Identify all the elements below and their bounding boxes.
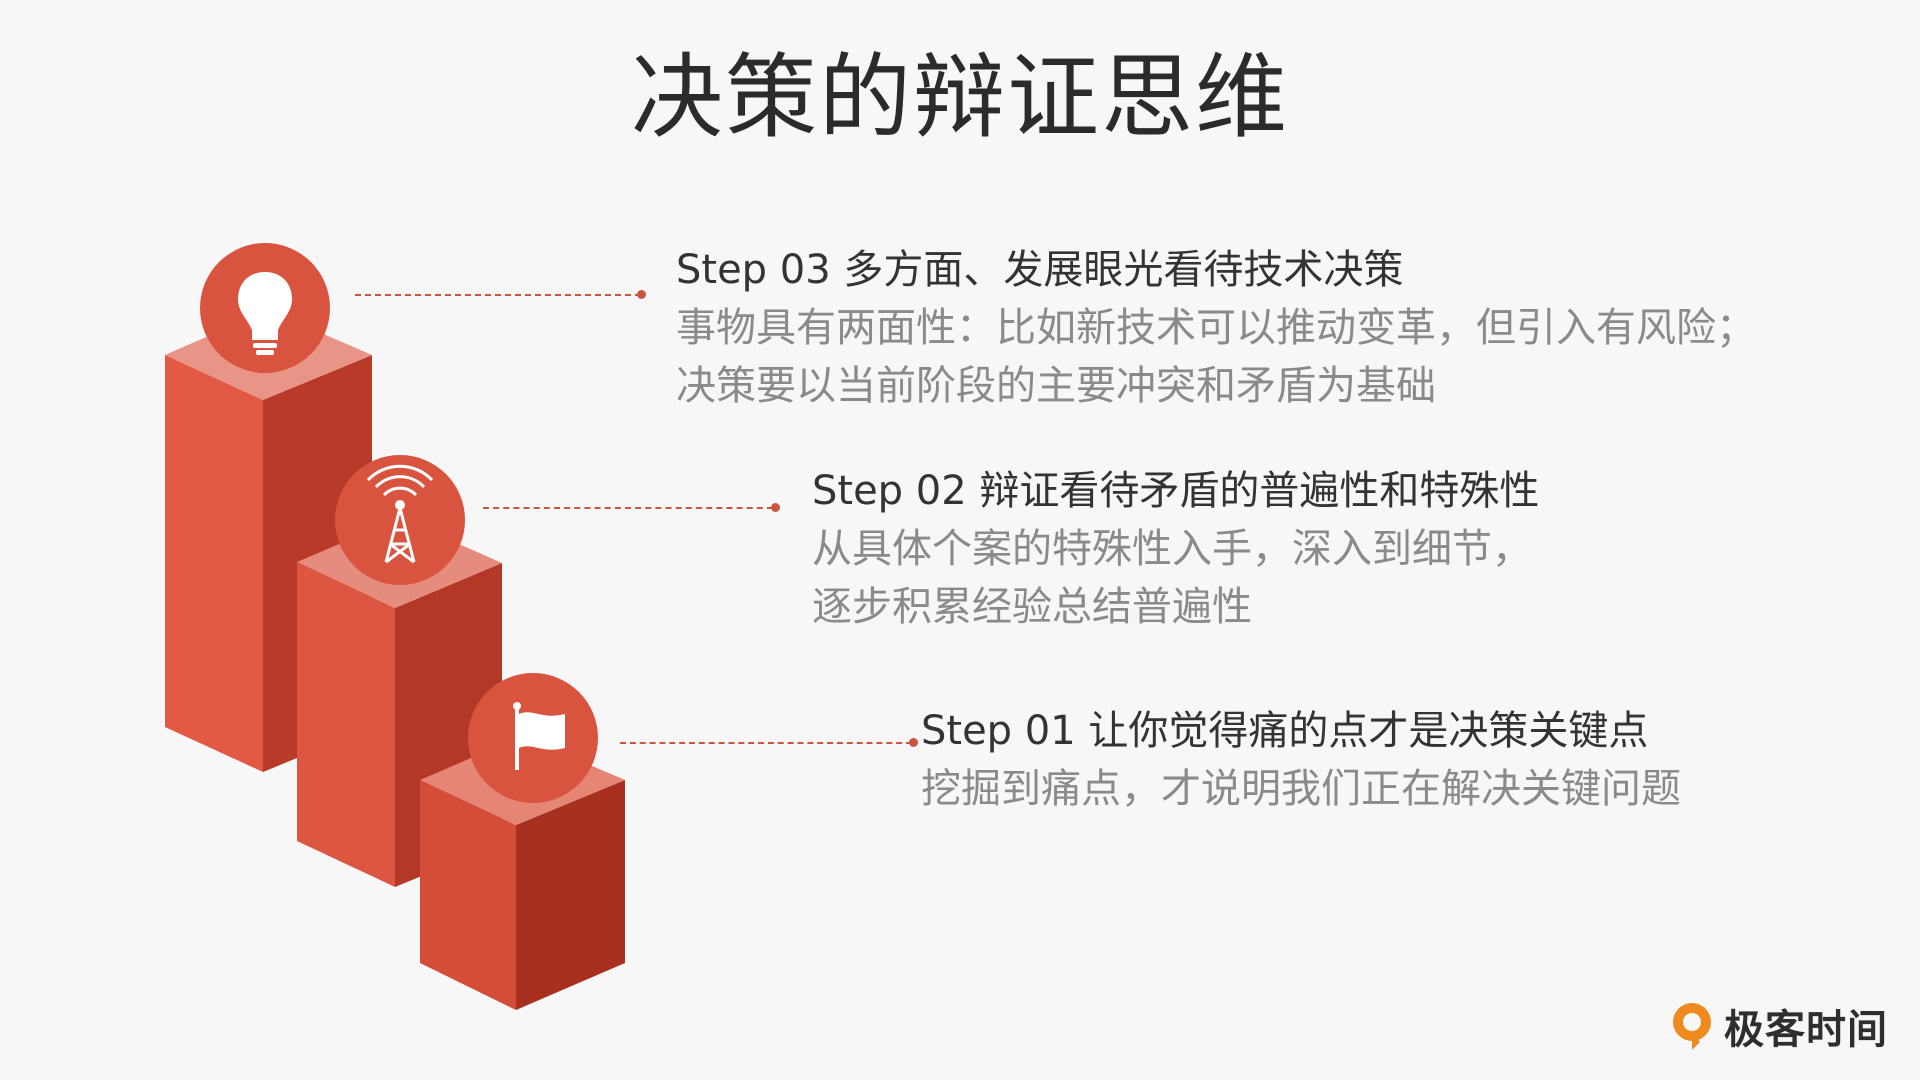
lightbulb-icon xyxy=(200,243,330,373)
connector-step-03 xyxy=(355,294,641,296)
step-02-line-1: 从具体个案的特殊性入手，深入到细节， xyxy=(812,526,1532,572)
connector-step-01 xyxy=(620,742,912,744)
brand-name: 极客时间 xyxy=(1724,1007,1888,1053)
connector-dot-step-03 xyxy=(637,290,646,299)
step-01-line-1: 挖掘到痛点，才说明我们正在解决关键问题 xyxy=(921,766,1681,812)
connector-dot-step-01 xyxy=(909,738,918,747)
step-03-line-1: 事物具有两面性：比如新技术可以推动变革，但引入有风险； xyxy=(676,305,1756,351)
page-title: 决策的辩证思维 xyxy=(630,44,1289,151)
step-03-line-2: 决策要以当前阶段的主要冲突和矛盾为基础 xyxy=(676,363,1436,409)
step-02-heading: Step 02 辩证看待矛盾的普遍性和特殊性 xyxy=(812,468,1540,514)
brand-logo: 极客时间 xyxy=(1670,997,1888,1055)
step-03-text: Step 03 多方面、发展眼光看待技术决策 事物具有两面性：比如新技术可以推动… xyxy=(676,241,1756,415)
step-02-line-2: 逐步积累经验总结普遍性 xyxy=(812,584,1252,630)
step-03-heading: Step 03 多方面、发展眼光看待技术决策 xyxy=(676,247,1404,293)
step-02-text: Step 02 辩证看待矛盾的普遍性和特殊性 从具体个案的特殊性入手，深入到细节… xyxy=(812,462,1539,636)
connector-step-02 xyxy=(483,507,773,509)
signal-tower-icon xyxy=(335,455,465,585)
step-01-text: Step 01 让你觉得痛的点才是决策关键点 挖掘到痛点，才说明我们正在解决关键… xyxy=(921,702,1681,818)
flag-icon xyxy=(468,673,598,803)
geektime-logo-icon xyxy=(1673,1003,1711,1050)
step-01-heading: Step 01 让你觉得痛的点才是决策关键点 xyxy=(921,708,1649,754)
connector-dot-step-02 xyxy=(771,503,780,512)
